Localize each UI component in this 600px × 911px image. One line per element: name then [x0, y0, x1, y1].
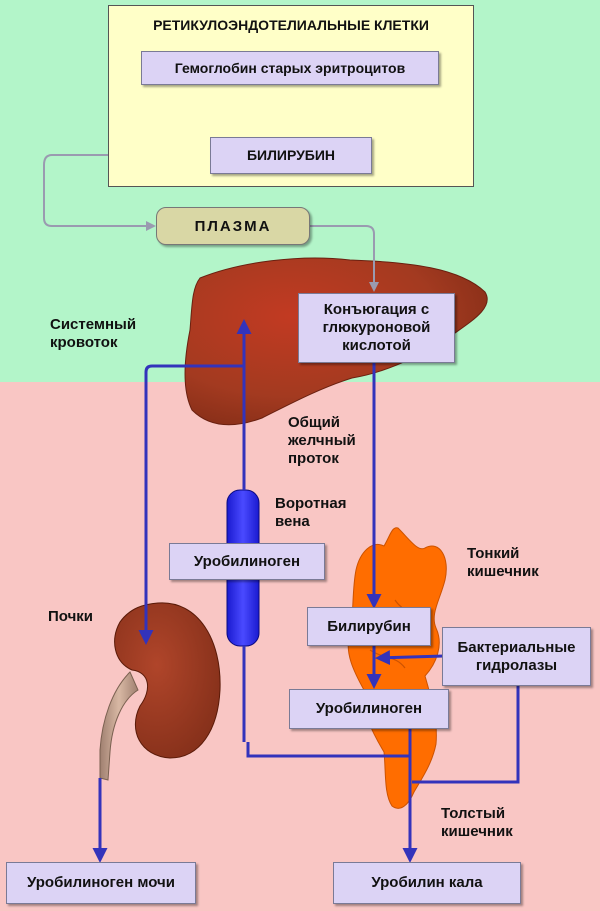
fecal-urobilin-box: Уробилин кала	[333, 862, 521, 904]
arrow-bilirubin-to-plasma	[43, 154, 210, 231]
systemic-circulation-label: Системный кровоток	[50, 316, 137, 351]
arrow-plasma-to-liver	[310, 225, 379, 292]
portal-vein-label: Воротная вена	[275, 495, 347, 530]
small-intestine-label: Тонкий кишечник	[467, 545, 539, 580]
ureter-shape	[99, 671, 139, 781]
urobilinogen-intestine-box: Уробилиноген	[289, 689, 449, 729]
hemoglobin-box: Гемоглобин старых эритроцитов	[141, 51, 439, 85]
kidneys-label: Почки	[48, 608, 94, 625]
reticulo-title: РЕТИКУЛОЭНДОТЕЛИАЛЬНЫЕ КЛЕТКИ	[153, 17, 429, 33]
large-intestine-label: Толстый кишечник	[441, 805, 513, 840]
bile-duct-label: Общий желчный проток	[288, 414, 356, 467]
line-reabsorption-to-portal	[246, 742, 410, 758]
bacterial-hydrolases-box: Бактериальные гидролазы	[442, 627, 591, 686]
urine-urobilinogen-box: Уробилиноген мочи	[6, 862, 196, 904]
arrow-systemic-to-kidneys	[138, 364, 244, 645]
plasma-box: ПЛАЗМА	[156, 207, 310, 245]
arrow-hydrolases-to-conversion	[375, 650, 445, 666]
line-hydrolases-to-large-intestine	[412, 686, 520, 784]
bilirubin-top-box: БИЛИРУБИН	[210, 137, 372, 174]
urobilinogen-portal-box: Уробилиноген	[169, 543, 325, 580]
bilirubin-intestine-box: Билирубин	[307, 607, 431, 646]
conjugation-box: Конъюгация с глюкуроновой кислотой	[298, 293, 455, 363]
